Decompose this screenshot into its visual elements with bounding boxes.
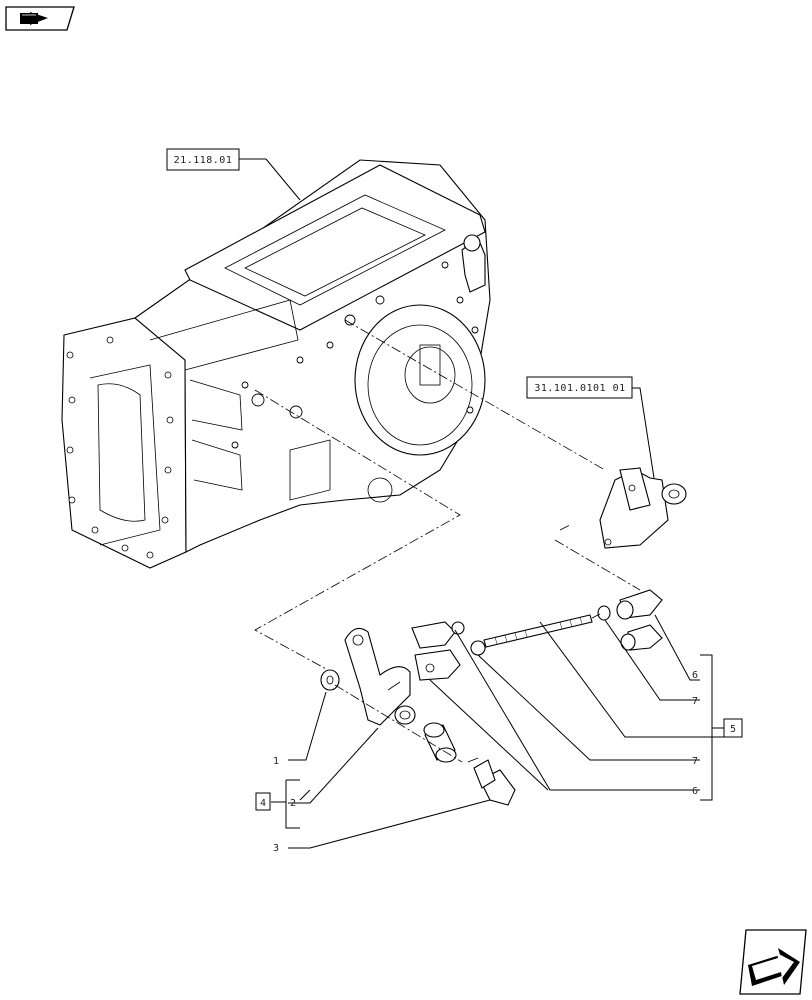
next-page-arrow-icon[interactable] [739,929,807,995]
lever-plate [344,627,411,726]
reference-label-bracket[interactable]: 31.101.0101 01 [526,376,655,479]
reference-text-housing: 21.118.01 [174,155,233,166]
callout-7-lower: 7 [692,756,698,767]
clevis-upper [411,621,465,649]
callout-6-upper: 6 [692,670,698,681]
callout-4-box[interactable]: 4 [255,792,271,811]
reference-text-bracket: 31.101.0101 01 [534,383,625,394]
center-lines [254,319,641,763]
callout-5-box[interactable]: 5 [723,718,743,738]
leader-lines [271,614,724,849]
reference-label-housing[interactable]: 21.118.01 [166,148,301,201]
threaded-rod [483,614,593,648]
bushing [394,705,416,725]
book-arrow-icon[interactable] [5,6,75,31]
callout-1: 1 [273,756,279,767]
callout-6-lower: 6 [692,786,698,797]
callout-5: 5 [730,724,736,735]
spacer-sleeve [423,722,457,763]
clevis-right-lower [620,624,663,651]
callout-4: 4 [260,798,266,809]
clevis-lower [414,649,461,681]
clevis-right-upper [616,589,663,620]
nut-right [597,605,611,621]
nut-left [470,640,486,656]
callout-2: 2 [290,798,296,809]
transmission-housing [61,159,491,569]
callout-3: 3 [273,843,279,854]
callout-7-upper: 7 [692,696,698,707]
callouts: 1 2 3 4 5 6 7 7 6 [255,670,743,854]
shoulder-bolt [467,757,516,806]
support-bracket [599,467,687,549]
washer [320,669,340,691]
